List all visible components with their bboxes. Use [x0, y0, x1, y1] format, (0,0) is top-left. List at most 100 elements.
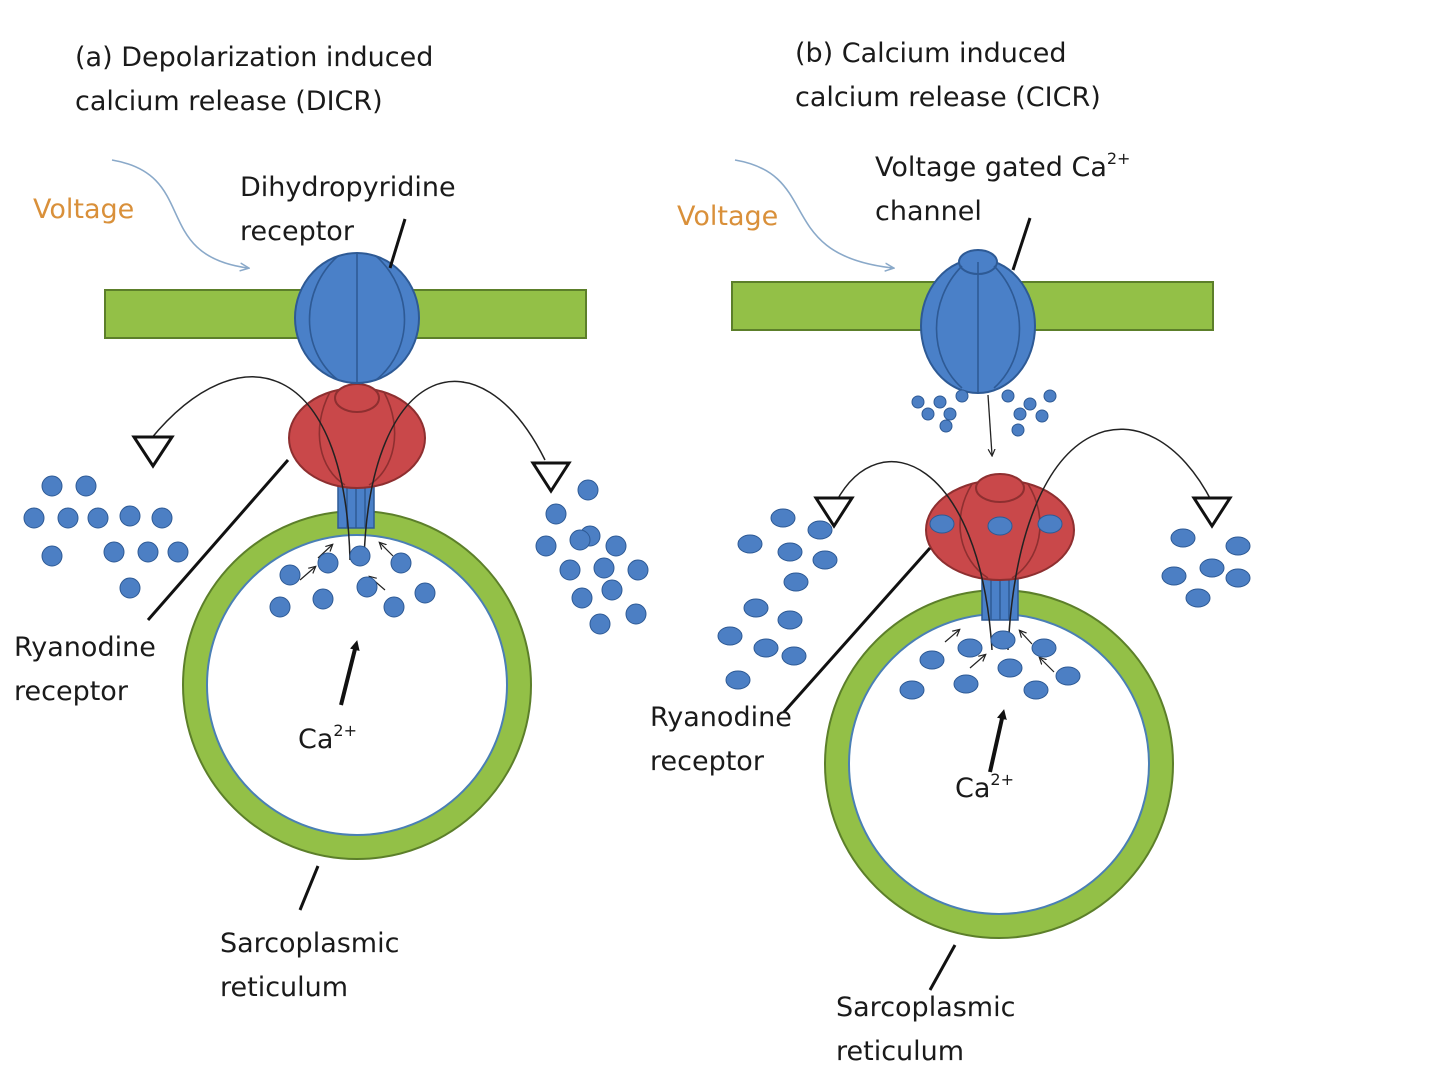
calcium-ion [569, 529, 591, 551]
calcium-ion [41, 475, 63, 497]
small-arrow-b [944, 630, 959, 643]
calcium-ion [997, 658, 1023, 678]
release-path-b [1007, 428, 1213, 651]
calcium-ion [349, 545, 371, 567]
sr-pointer-line-b [928, 944, 957, 991]
calcium-ion [627, 559, 649, 581]
calcium-ion [1035, 409, 1049, 423]
ca-label-b: Ca2+ [955, 767, 1014, 811]
calcium-ion [777, 542, 803, 562]
ryr-label-b-line2: receptor [650, 746, 764, 777]
sr-label-b-line2: reticulum [836, 1036, 965, 1067]
calcium-ion [1161, 566, 1187, 586]
calcium-ion [807, 520, 833, 540]
ryr-label-a-line2: receptor [14, 676, 128, 707]
small-arrow-b [969, 655, 985, 669]
calcium-ion [1001, 389, 1015, 403]
calcium-ion [921, 407, 935, 421]
calcium-ion [1031, 638, 1057, 658]
release-path-a [149, 376, 351, 561]
calcium-ion [571, 587, 593, 609]
calcium-ion [605, 535, 627, 557]
voltage-label-b: Voltage [677, 201, 779, 232]
calcium-ion [990, 630, 1016, 650]
calcium-ion [943, 407, 957, 421]
release-arrowhead-a [530, 461, 572, 494]
calcium-ion [953, 674, 979, 694]
calcium-ion [955, 389, 969, 403]
ca-label-a: Ca2+ [298, 718, 357, 762]
calcium-ion [356, 576, 378, 598]
ca-symbol-a: Ca [298, 724, 334, 755]
ca-arrow-a [339, 640, 360, 706]
panel-b-title-line1: (b) Calcium induced [795, 38, 1067, 69]
sr-pointer-line-a [298, 865, 320, 911]
calcium-ion [781, 646, 807, 666]
calcium-ion [41, 545, 63, 567]
calcium-ion [919, 650, 945, 670]
panel-b [717, 159, 1251, 991]
calcium-ion [777, 610, 803, 630]
calcium-ion [737, 534, 763, 554]
small-arrow-a [299, 567, 315, 581]
calcium-ion [390, 552, 412, 574]
calcium-ion [1225, 536, 1251, 556]
calcium-ion [75, 475, 97, 497]
calcium-ion [1170, 528, 1196, 548]
calcium-ion [414, 582, 436, 604]
dhpr-contour-a [375, 255, 406, 381]
sr-label-a-line2: reticulum [220, 972, 349, 1003]
calcium-ion [625, 603, 647, 625]
calcium-ion [593, 557, 615, 579]
panel-a-title-line1: (a) Depolarization induced [75, 42, 434, 73]
ryr-label-a-line1: Ryanodine [14, 632, 156, 663]
calcium-ion [1037, 514, 1063, 534]
calcium-ion [743, 598, 769, 618]
ca-channel-contour-b [935, 265, 963, 389]
calcium-ion [317, 552, 339, 574]
calcium-ion [269, 596, 291, 618]
dhpr-label-line2: receptor [240, 216, 354, 247]
calcium-ion [151, 507, 173, 529]
channel-charge: 2+ [1106, 149, 1131, 168]
calcium-ion [1185, 588, 1211, 608]
calcium-ion [383, 596, 405, 618]
ryr-head-contour-a [368, 391, 396, 486]
calcium-ion [23, 507, 45, 529]
ryr-head-contour-b [1011, 483, 1041, 579]
calcium-ion [929, 514, 955, 534]
sr-membrane-inner-b [848, 613, 1150, 915]
calcium-ion [103, 541, 125, 563]
calcium-ion [601, 579, 623, 601]
calcium-ion [933, 395, 947, 409]
calcium-ion [725, 670, 751, 690]
calcium-ion [987, 516, 1013, 536]
calcium-ion [1055, 666, 1081, 686]
calcium-ion [87, 507, 109, 529]
release-arrowhead-b [1191, 496, 1233, 529]
panel-b-title-line2: calcium release (CICR) [795, 82, 1101, 113]
calcium-ion [1023, 397, 1037, 411]
calcium-ion [57, 507, 79, 529]
small-arrow-b [1020, 631, 1033, 645]
release-arrowhead-b [813, 496, 855, 529]
ca-arrow-b [988, 709, 1007, 773]
dhpr-pointer-line [388, 218, 407, 269]
calcium-ion [911, 395, 925, 409]
calcium-ion [770, 508, 796, 528]
sr-membrane-inner-a [206, 534, 508, 836]
ryr-head-cap-a [334, 383, 380, 413]
calcium-ion [1199, 558, 1225, 578]
calcium-ion [589, 613, 611, 635]
calcium-ion [137, 541, 159, 563]
ca-channel-contour-b [993, 265, 1021, 389]
channel-label-line2: channel [875, 196, 982, 227]
calcium-ion [717, 626, 743, 646]
release-arrowhead-a [131, 435, 175, 469]
small-arrow-b [1040, 658, 1055, 673]
ryr-head-cap-b [975, 473, 1025, 503]
calcium-ion [167, 541, 189, 563]
ryr-pointer-line-a [146, 459, 290, 621]
channel-label-line1: Voltage gated Ca2+ [875, 146, 1130, 190]
